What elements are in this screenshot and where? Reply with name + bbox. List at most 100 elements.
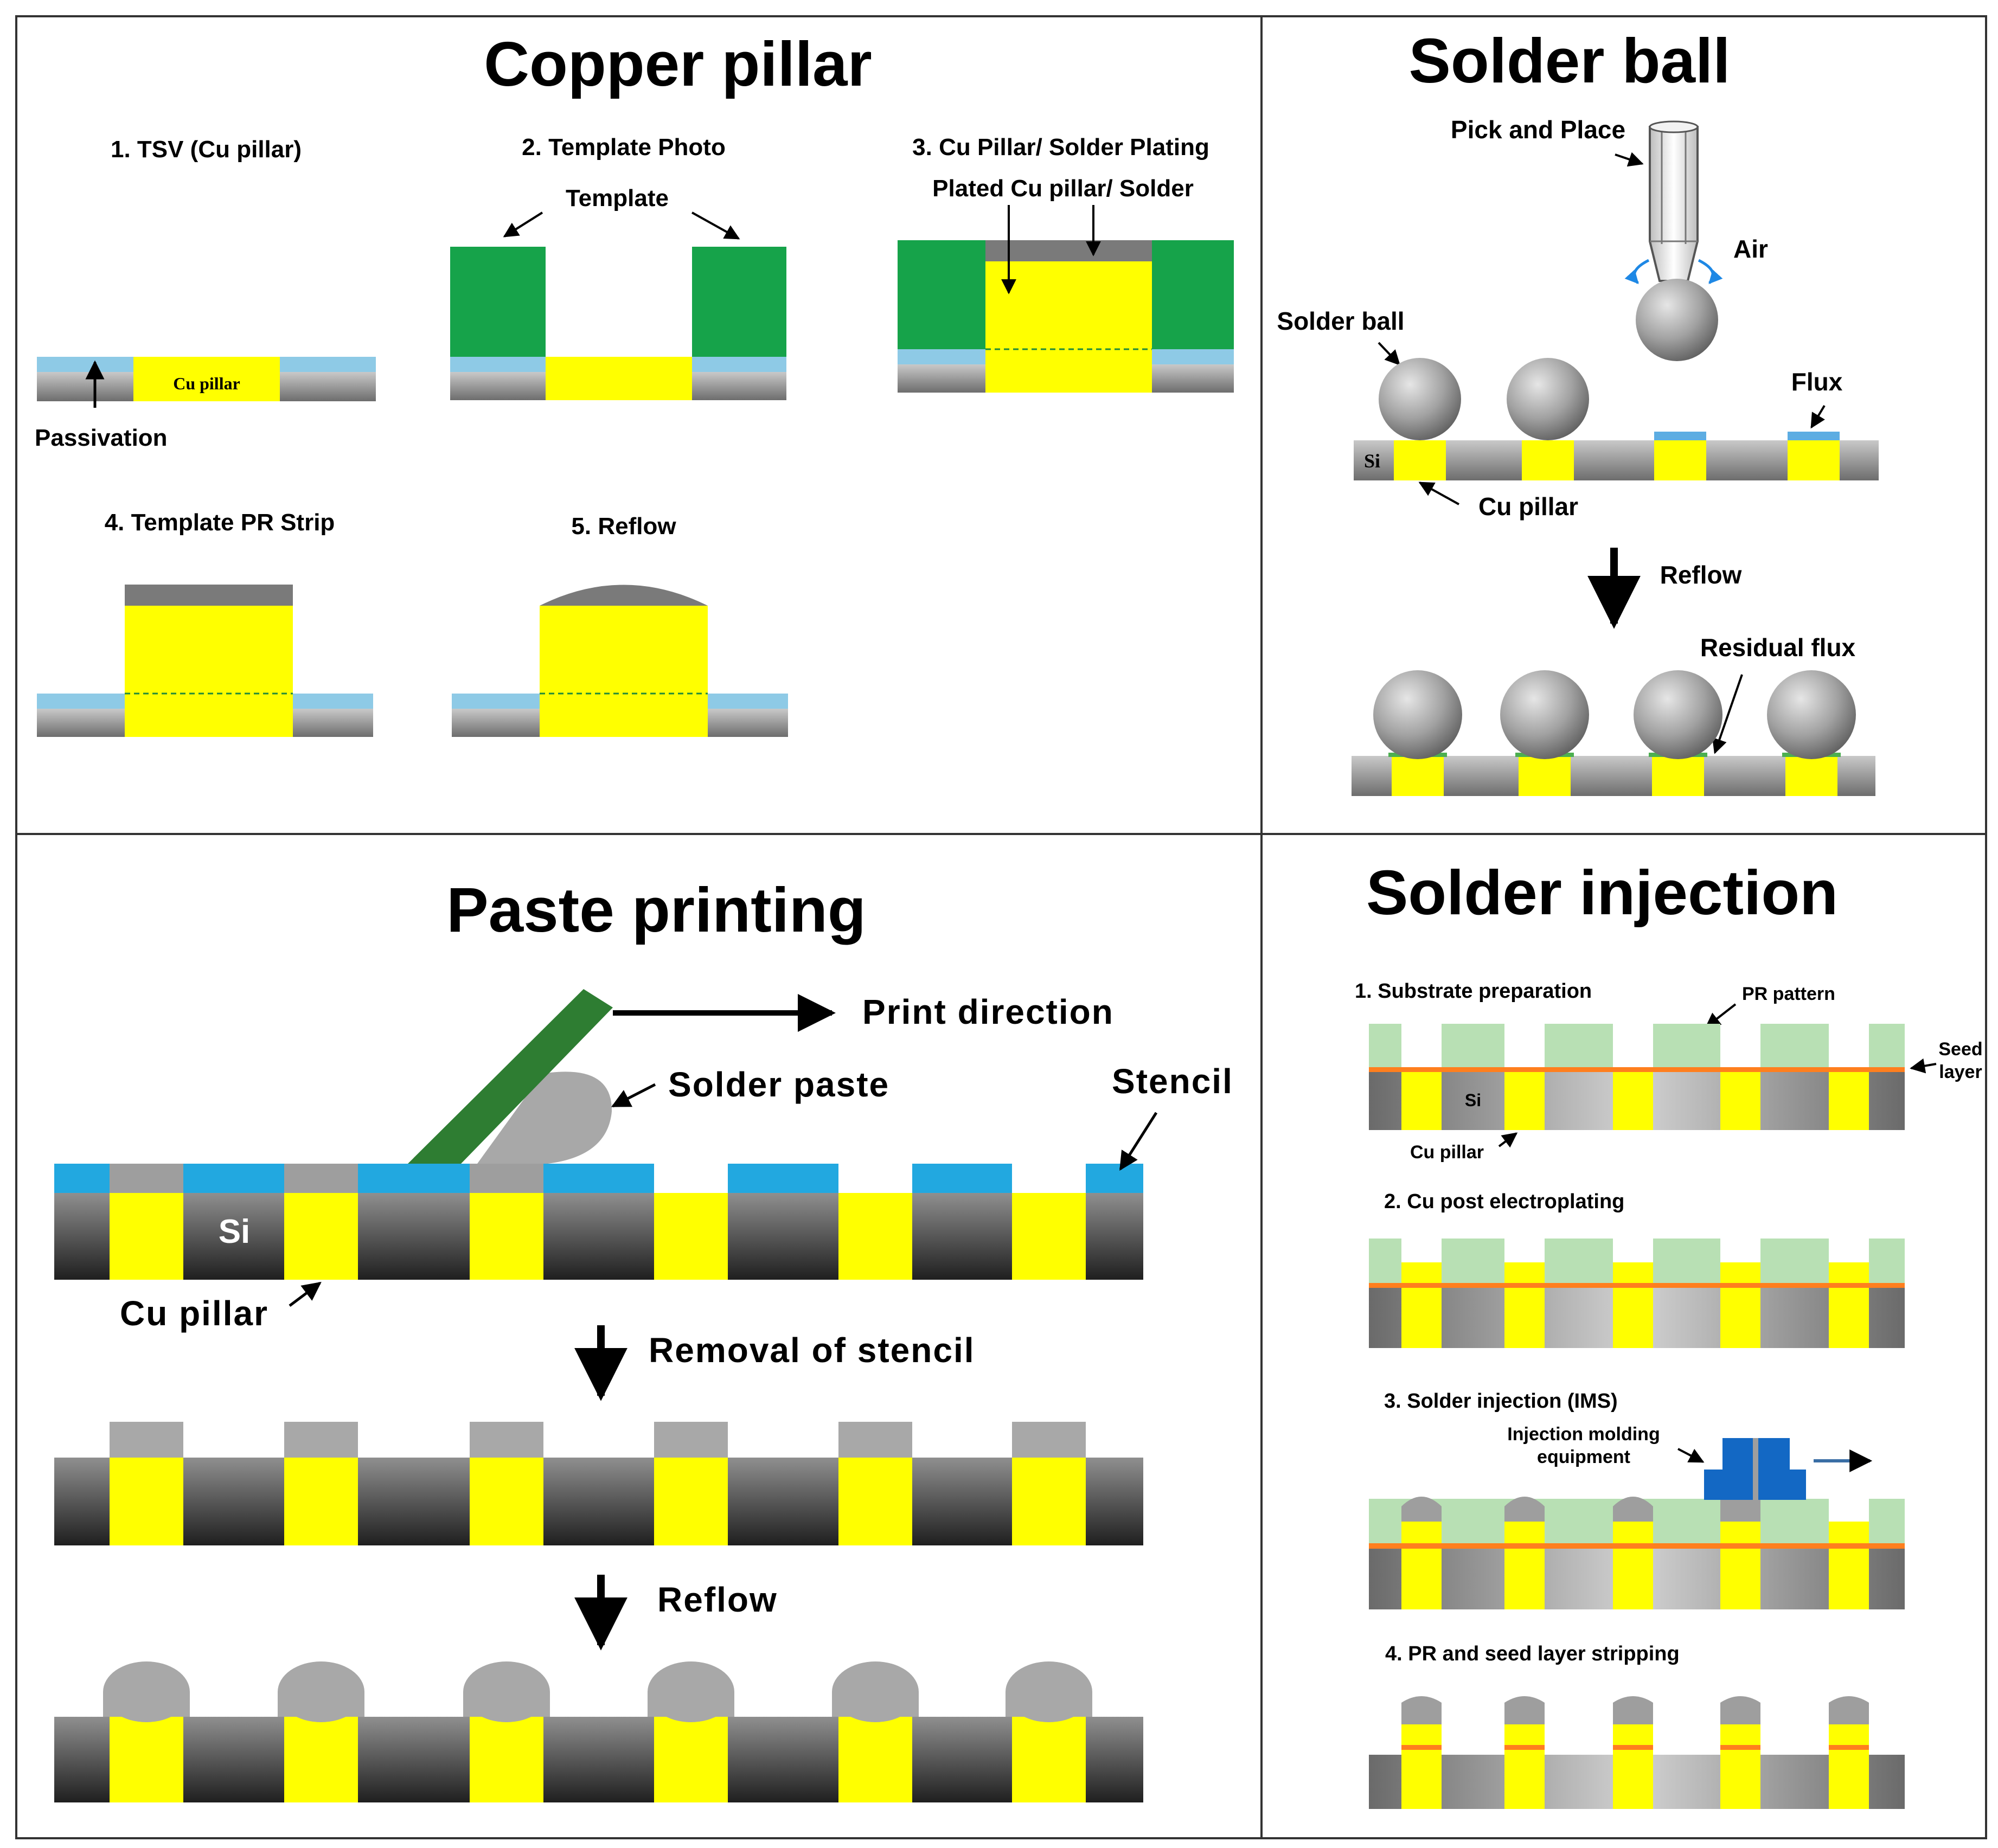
seed-layer-remnant	[1504, 1745, 1545, 1750]
solder-ball-arrow	[1378, 342, 1400, 366]
pick-and-place-label: Pick and Place	[1451, 116, 1625, 144]
flux-arrow	[1810, 405, 1826, 429]
cu-pillar	[838, 1458, 912, 1545]
cu-pillar	[1654, 440, 1706, 480]
solder-ball-panel: Solder ball Pick and Place Air Solder ba…	[1277, 25, 1879, 796]
solder-ball	[1507, 358, 1589, 440]
stencil-label: Stencil	[1112, 1062, 1233, 1101]
cu-post	[1504, 1522, 1545, 1609]
si-label: Si	[1364, 450, 1380, 472]
solder-paste-deposit	[838, 1422, 912, 1458]
solder-paste-in-aperture	[470, 1164, 543, 1193]
stencil	[183, 1164, 284, 1193]
paste-printing-title: Paste printing	[446, 875, 866, 945]
injected-solder	[1504, 1497, 1545, 1522]
nozzle-top	[1649, 120, 1699, 133]
cu-pillar	[284, 1458, 358, 1545]
pp-stage-2-substrate	[54, 1422, 1143, 1545]
plated-solder-cap	[985, 240, 1152, 261]
pr-pattern-arrow	[1705, 1003, 1737, 1028]
air-flow-icon	[1624, 259, 1650, 284]
template-label: Template	[566, 185, 669, 211]
reflowed-solder-cap	[540, 585, 708, 606]
cu-pillar	[1613, 1069, 1653, 1130]
squeegee	[408, 989, 613, 1164]
cu-post	[1401, 1522, 1442, 1609]
template-arrow-left	[503, 211, 543, 238]
cu-post	[1720, 1720, 1760, 1809]
cu-pillar	[546, 357, 692, 400]
cp-step-2-label: 2. Template Photo	[522, 134, 726, 161]
cu-pillar	[110, 1193, 183, 1280]
silicon-substrate	[54, 1458, 1143, 1545]
cu-pillar-arrow	[289, 1281, 322, 1307]
cu-pillar	[1519, 756, 1571, 796]
seed-layer-label-line2: layer	[1939, 1062, 1982, 1082]
si-step-4-diagram	[1369, 1696, 1905, 1809]
solder-paste-deposit	[110, 1422, 183, 1458]
pick-and-place-nozzle	[1649, 120, 1699, 282]
stencil	[1086, 1164, 1143, 1193]
cu-pillar-arrow	[1498, 1132, 1518, 1148]
plated-cu-pillar	[985, 261, 1152, 393]
solder-injection-panel: Solder injection 1. Substrate preparatio…	[1355, 857, 1983, 1809]
cu-pillar	[1012, 1717, 1086, 1802]
cu-pillar-arrow	[1418, 482, 1459, 505]
cu-pillar	[1788, 440, 1840, 480]
panel-frame-solder-injection	[1260, 833, 1987, 1839]
stencil	[54, 1164, 110, 1193]
solder-paste-label: Solder paste	[668, 1065, 889, 1104]
cu-pillar	[1720, 1069, 1760, 1130]
cu-pillar	[1392, 756, 1444, 796]
cp-step-4-diagram	[37, 585, 373, 737]
cu-post	[1401, 1720, 1442, 1809]
cp-step-1-diagram: Cu pillar Passivation	[35, 357, 376, 451]
solder-ball	[1379, 358, 1461, 440]
template-block-right	[1152, 240, 1234, 349]
solder-bump-base	[648, 1692, 734, 1717]
removal-of-stencil-label: Removal of stencil	[649, 1331, 975, 1370]
solder-bump-base	[463, 1692, 550, 1717]
cu-pillar	[470, 1193, 543, 1280]
plated-label: Plated Cu pillar/ Solder	[932, 175, 1194, 202]
flux-layer	[1788, 432, 1840, 440]
pr-pattern-opening	[1829, 1239, 1869, 1262]
flux-layer	[1654, 432, 1706, 440]
cu-pillar	[1394, 440, 1446, 480]
cp-step-3-diagram: Plated Cu pillar/ Solder	[898, 175, 1234, 393]
sb-before-reflow-substrate: Si	[1354, 358, 1879, 480]
solder-bump-base	[103, 1692, 190, 1717]
seed-layer-remnant	[1829, 1745, 1869, 1750]
template-block-left	[450, 247, 546, 357]
cu-pillar-label: Cu pillar	[173, 374, 240, 393]
cp-step-5-label: 5. Reflow	[571, 513, 676, 540]
pr-pattern-opening	[1829, 1499, 1869, 1522]
cp-step-5-diagram	[452, 585, 788, 737]
solder-cap	[1613, 1696, 1653, 1724]
pr-pattern	[1442, 1024, 1504, 1068]
si-si-label: Si	[1465, 1090, 1481, 1110]
pr-pattern-opening	[1401, 1239, 1442, 1262]
si-step-2-label: 2. Cu post electroplating	[1384, 1190, 1624, 1213]
pr-pattern	[1760, 1024, 1829, 1068]
cu-pillar	[654, 1458, 728, 1545]
residual-flux-label: Residual flux	[1700, 633, 1856, 662]
cu-pillar	[1785, 756, 1837, 796]
cu-pillar	[1401, 1069, 1442, 1130]
cu-post	[1720, 1262, 1760, 1348]
cu-pillar	[284, 1193, 358, 1280]
solder-paste-deposit	[284, 1422, 358, 1458]
cu-pillar	[1504, 1069, 1545, 1130]
injection-equipment-label-line2: equipment	[1537, 1447, 1630, 1467]
cp-step-1-label: 1. TSV (Cu pillar)	[111, 136, 302, 163]
solder-ball	[1500, 670, 1589, 759]
si-step-1-label: 1. Substrate preparation	[1355, 980, 1592, 1003]
stencil	[358, 1164, 470, 1193]
injected-solder	[1401, 1497, 1442, 1522]
seed-layer	[1369, 1543, 1905, 1549]
paste-printing-panel: Paste printing Si Print direction	[54, 875, 1233, 1802]
solder-cap	[125, 585, 293, 606]
cp-step-2-diagram: Template	[450, 185, 786, 400]
cu-pillar	[838, 1193, 912, 1280]
